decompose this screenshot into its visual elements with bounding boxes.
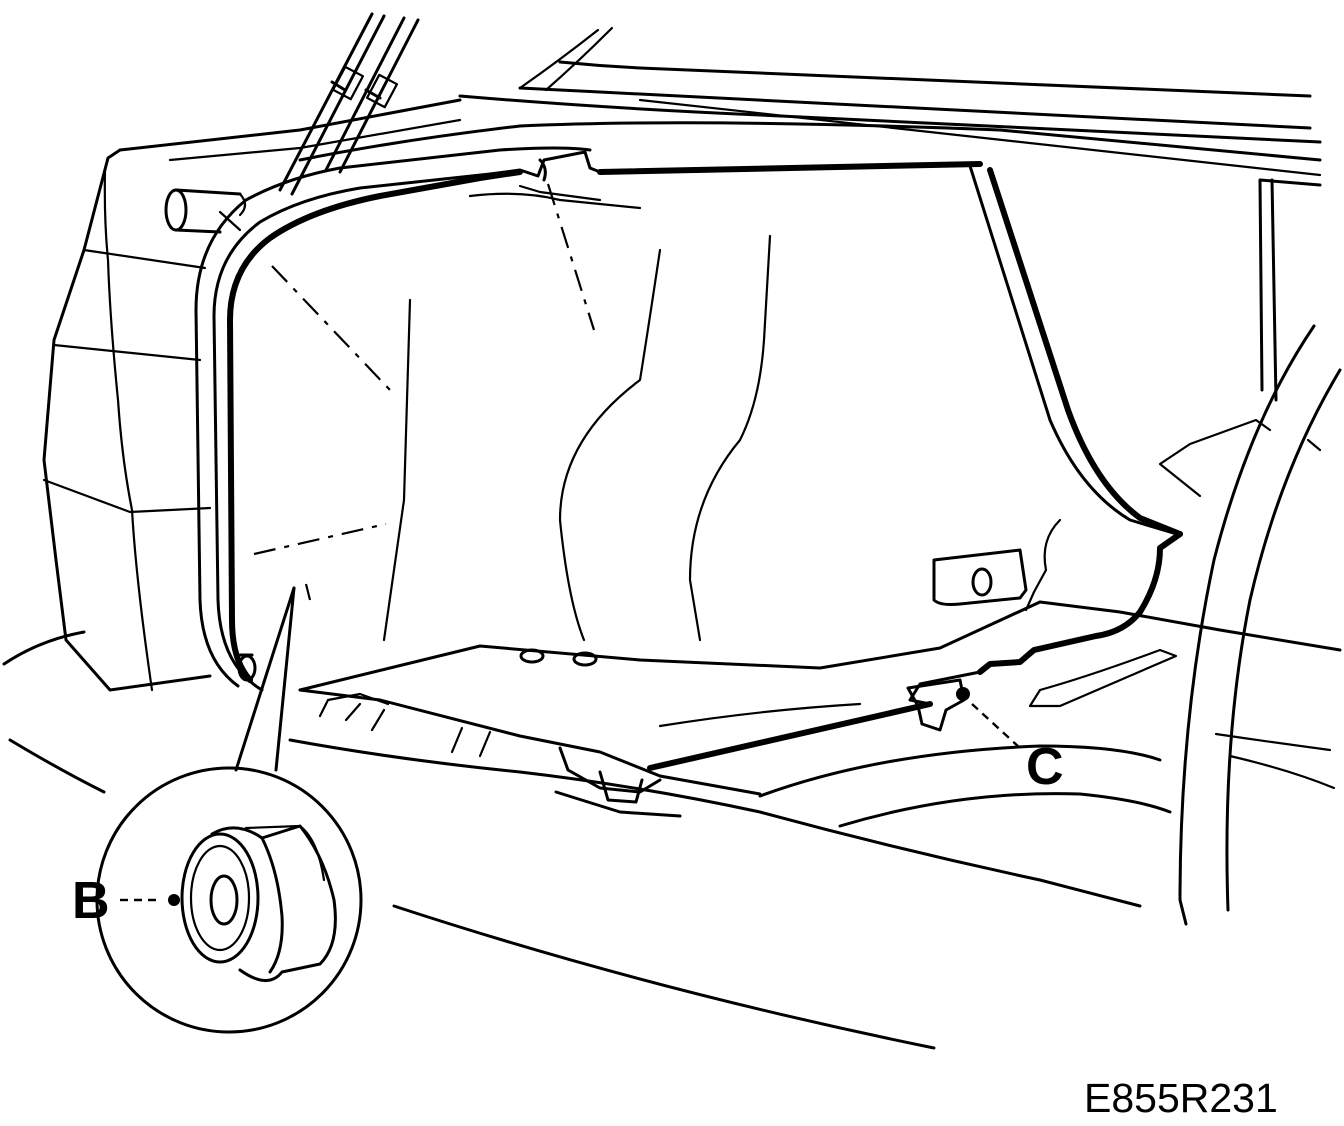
detail-callout-c: C	[956, 687, 1064, 796]
wire-harness	[194, 146, 983, 692]
leader-lines	[253, 183, 596, 601]
right-lid-edge	[1178, 324, 1342, 926]
figure-code: E855R231	[1084, 1075, 1278, 1121]
detail-callout-b: B	[72, 586, 363, 1034]
grommet-icon	[180, 824, 337, 982]
callout-b-dot	[168, 894, 180, 906]
left-side-panel	[42, 98, 462, 692]
roof-frame	[298, 26, 1322, 402]
callout-c-dot	[956, 687, 970, 701]
callout-label-b: B	[72, 872, 110, 930]
right-wire-run	[647, 164, 1183, 771]
callout-label-c: C	[1026, 738, 1064, 796]
bumper-lines	[2, 630, 936, 1050]
hinge-struts	[278, 12, 420, 196]
